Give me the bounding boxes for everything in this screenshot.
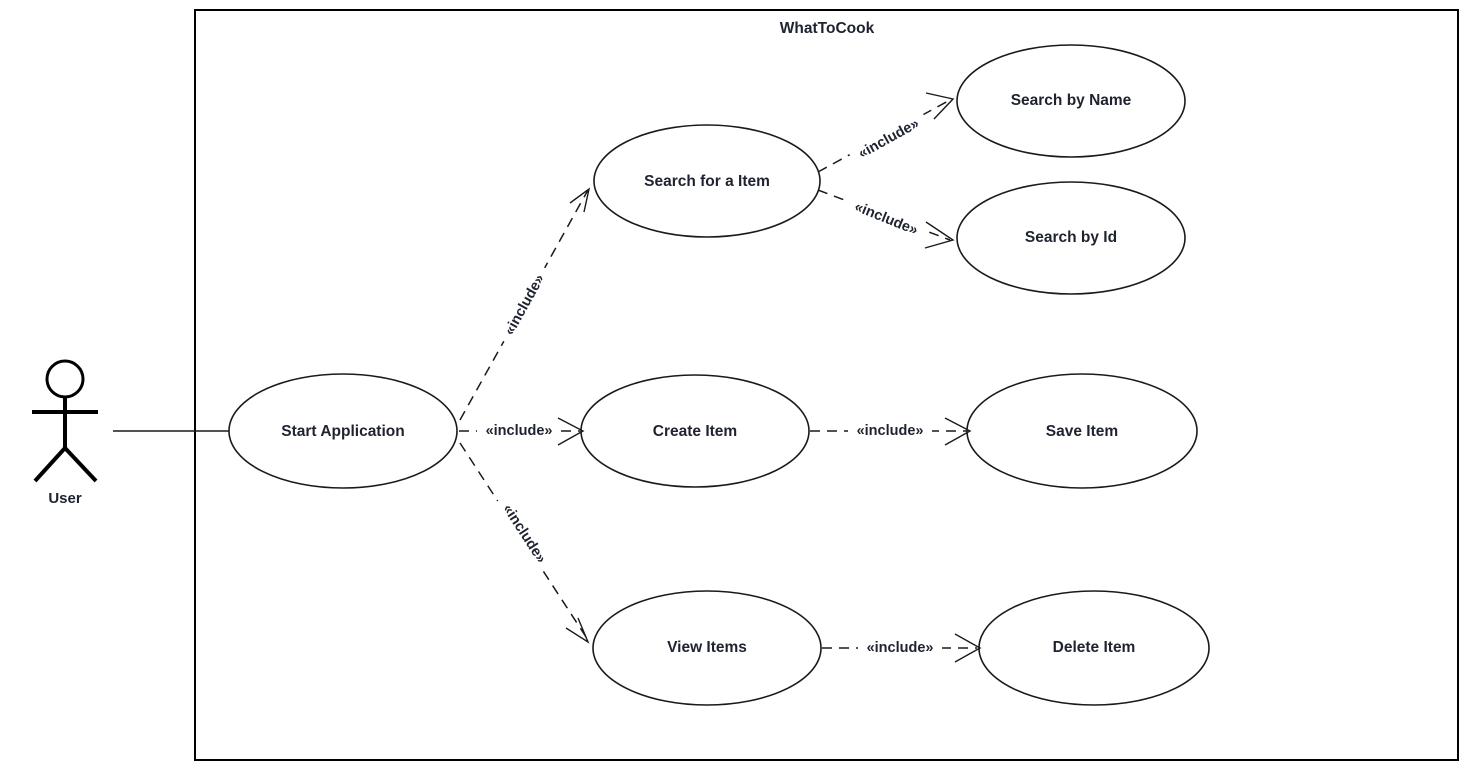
use-case-label: Create Item	[653, 423, 737, 440]
use-case-save-item[interactable]: Save Item	[966, 373, 1198, 489]
use-case-label: View Items	[667, 639, 747, 656]
use-case-label: Delete Item	[1053, 639, 1136, 656]
use-case-view-items[interactable]: View Items	[592, 590, 822, 706]
include-label-backing	[847, 109, 931, 169]
include-label-group: «include»	[847, 109, 931, 169]
actor-user[interactable]: User	[32, 359, 98, 507]
include-label-group: «include»	[848, 421, 932, 441]
include-dashed-line	[459, 189, 589, 421]
include-label-backing	[848, 421, 932, 441]
use-case-delete-item[interactable]: Delete Item	[978, 590, 1210, 706]
use-case-label: Search for a Item	[644, 173, 770, 190]
include-label: «include»	[499, 501, 549, 566]
include-label-group: «include»	[492, 493, 556, 575]
use-case-label: Search by Name	[1011, 92, 1132, 109]
include-search-for-a-item-to-search-by-name: «include»	[817, 92, 955, 173]
include-label-backing	[843, 193, 929, 245]
use-case-ellipse	[956, 181, 1186, 295]
use-case-ellipse	[593, 124, 821, 238]
include-label-backing	[477, 421, 561, 441]
actor-left-leg-line	[33, 446, 67, 483]
include-label: «include»	[502, 272, 548, 338]
include-arrow-head	[954, 633, 982, 663]
actor-right-leg-line	[63, 446, 98, 483]
include-label-group: «include»	[858, 638, 942, 658]
include-search-for-a-item-to-search-by-id: «include»	[817, 189, 955, 249]
include-arrow-head	[569, 187, 591, 213]
include-arrow-head	[925, 92, 955, 120]
include-create-item-to-save-item: «include»	[810, 417, 972, 446]
use-case-search-by-name[interactable]: Search by Name	[956, 44, 1186, 158]
use-case-ellipse	[592, 590, 822, 706]
include-arrow-head	[944, 417, 972, 446]
include-label-group: «include»	[495, 263, 555, 347]
actor-user-label: User	[48, 490, 82, 507]
system-boundary-title: WhatToCook	[780, 20, 875, 37]
include-view-items-to-delete-item: «include»	[822, 633, 982, 663]
use-case-start-application[interactable]: Start Application	[228, 373, 458, 489]
system-boundary-rect	[194, 9, 1459, 761]
include-start-application-to-search-for-a-item: «include»	[459, 187, 591, 421]
include-label: «include»	[857, 423, 924, 439]
include-arrow-head	[924, 221, 955, 249]
use-case-search-for-a-item[interactable]: Search for a Item	[593, 124, 821, 238]
use-case-ellipse	[228, 373, 458, 489]
use-case-search-by-id[interactable]: Search by Id	[956, 181, 1186, 295]
include-label-group: «include»	[477, 421, 561, 441]
include-dashed-line	[459, 442, 589, 641]
include-arrow-head	[565, 617, 590, 644]
include-start-application-to-create-item: «include»	[459, 417, 585, 446]
use-case-ellipse	[580, 374, 810, 488]
include-label-backing	[858, 638, 942, 658]
use-case-create-item[interactable]: Create Item	[580, 374, 810, 488]
actor-head-icon	[45, 359, 85, 399]
use-case-label: Start Application	[281, 423, 404, 440]
include-label: «include»	[867, 640, 934, 656]
include-label: «include»	[486, 423, 553, 439]
include-label-backing	[495, 263, 555, 347]
include-label-group: «include»	[843, 193, 929, 245]
use-case-label: Search by Id	[1025, 229, 1117, 246]
include-start-application-to-view-items: «include»	[459, 442, 590, 644]
use-case-ellipse	[956, 44, 1186, 158]
include-label-backing	[492, 493, 556, 575]
include-arrow-head	[557, 417, 585, 446]
use-case-label: Save Item	[1046, 423, 1118, 440]
include-label: «include»	[856, 116, 922, 162]
